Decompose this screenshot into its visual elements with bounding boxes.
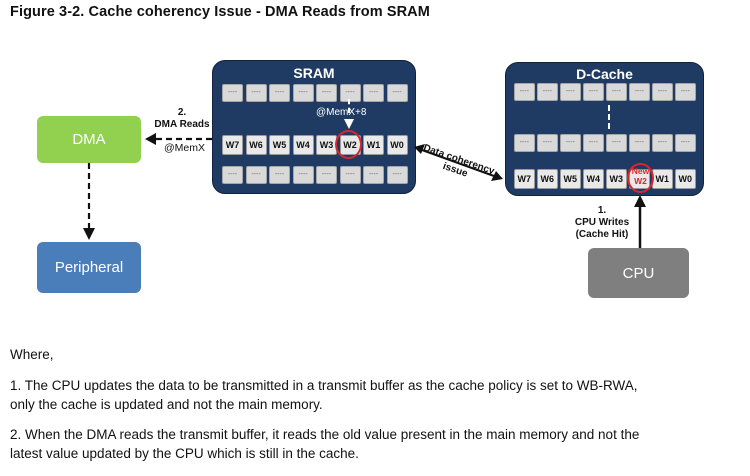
dcache-new-w2-highlight (627, 163, 654, 193)
dma-read-address: @MemX (164, 142, 205, 154)
sram-cell: ---- (222, 166, 243, 184)
dcache-panel: D-Cache --------------------------------… (505, 62, 704, 196)
sram-cell: ---- (339, 166, 361, 184)
note-2: 2. When the DMA reads the transmit buffe… (10, 425, 740, 463)
note-2-line1: 2. When the DMA reads the transmit buffe… (10, 427, 640, 442)
dcache-dotted-line (608, 105, 610, 129)
dcache-word-cell: W5 (560, 169, 581, 189)
dcache-cell: ---- (652, 83, 673, 101)
sram-cell: ---- (316, 166, 337, 184)
dcache-word-cell: W3 (606, 169, 627, 189)
sram-word-cell: W1 (363, 135, 384, 155)
dcache-cell: ---- (514, 83, 535, 101)
dcache-cell: ---- (537, 83, 558, 101)
cpu-write-line2: (Cache Hit) (575, 229, 629, 240)
cpu-box: CPU (588, 248, 689, 298)
coherency-arrowhead-left (414, 144, 425, 154)
coherency-arrow-line (421, 149, 495, 177)
dcache-label: D-Cache (576, 66, 633, 82)
new-label: New (631, 166, 650, 176)
dcache-cell: ---- (606, 134, 627, 152)
sram-cell: ---- (245, 166, 267, 184)
sram-down-arrow (344, 119, 354, 129)
note-1-line1: 1. The CPU updates the data to be transm… (10, 378, 638, 393)
dcache-word-cell: W0 (675, 169, 696, 189)
sram-dotted-line (348, 99, 350, 113)
sram-cell: ---- (222, 84, 243, 102)
notes-where: Where, (10, 347, 54, 362)
note-1-line2: only the cache is updated and not the ma… (10, 397, 323, 412)
sram-label: SRAM (293, 65, 335, 81)
note-2-line2: latest value updated by the CPU which is… (10, 446, 359, 461)
dcache-cell: ---- (675, 83, 696, 101)
dcache-word-cell: W1 (652, 169, 673, 189)
sram-word-cell: W7 (222, 135, 243, 155)
sram-cell: ---- (292, 84, 314, 102)
dma-read-step: 2. (177, 107, 187, 118)
sram-cell: ---- (269, 166, 290, 184)
cpu-write-step: 1. (597, 205, 607, 216)
peripheral-box: Peripheral (37, 242, 141, 293)
sram-cell: ---- (245, 84, 267, 102)
sram-cell: ---- (363, 84, 384, 102)
sram-word-cell: W0 (386, 135, 408, 155)
dcache-cell: ---- (629, 83, 650, 101)
cpu-write-arrowhead (634, 195, 646, 207)
note-1: 1. The CPU updates the data to be transm… (10, 376, 740, 414)
sram-word-cell: W4 (292, 135, 314, 155)
cpu-write-label: 1. CPU Writes (Cache Hit) (567, 205, 637, 241)
new-w2-label: W2 (634, 176, 647, 186)
sram-word-cell: W5 (269, 135, 290, 155)
dcache-word-cell: W6 (537, 169, 558, 189)
dcache-cell: ---- (560, 83, 581, 101)
coherency-arrowhead-right (491, 171, 503, 181)
figure-title: Figure 3-2. Cache coherency Issue - DMA … (10, 4, 430, 20)
dcache-cell: ---- (606, 83, 627, 101)
cpu-write-line1: CPU Writes (574, 217, 630, 228)
dma-to-peripheral-arrowhead (83, 228, 95, 240)
sram-w2-highlight (335, 130, 362, 159)
sram-panel: SRAM -------------------------------- --… (212, 60, 416, 194)
dma-read-label: 2. DMA Reads (150, 107, 214, 131)
dma-read-text: DMA Reads (154, 119, 210, 130)
dcache-cell: ---- (560, 134, 581, 152)
dcache-cell: ---- (583, 83, 604, 101)
sram-word-cell: W6 (245, 135, 267, 155)
sram-cell: ---- (363, 166, 384, 184)
sram-cell: ---- (316, 84, 337, 102)
dcache-cell: ---- (537, 134, 558, 152)
dcache-word-cell: W4 (583, 169, 604, 189)
dcache-word-cell: W7 (514, 169, 535, 189)
dma-read-arrowhead (145, 133, 156, 145)
sram-cell: ---- (292, 166, 314, 184)
dcache-cell: ---- (514, 134, 535, 152)
sram-cell: ---- (269, 84, 290, 102)
dcache-new-w2-text: New W2 (628, 166, 653, 186)
sram-address-label: @MemX+8 (316, 107, 367, 118)
dcache-cell: ---- (629, 134, 650, 152)
sram-cell: ---- (386, 84, 408, 102)
sram-cell: ---- (386, 166, 408, 184)
dcache-cell: ---- (675, 134, 696, 152)
dma-box: DMA (37, 116, 141, 163)
dcache-cell: ---- (583, 134, 604, 152)
sram-cell: ---- (339, 84, 361, 102)
dcache-cell: ---- (652, 134, 673, 152)
